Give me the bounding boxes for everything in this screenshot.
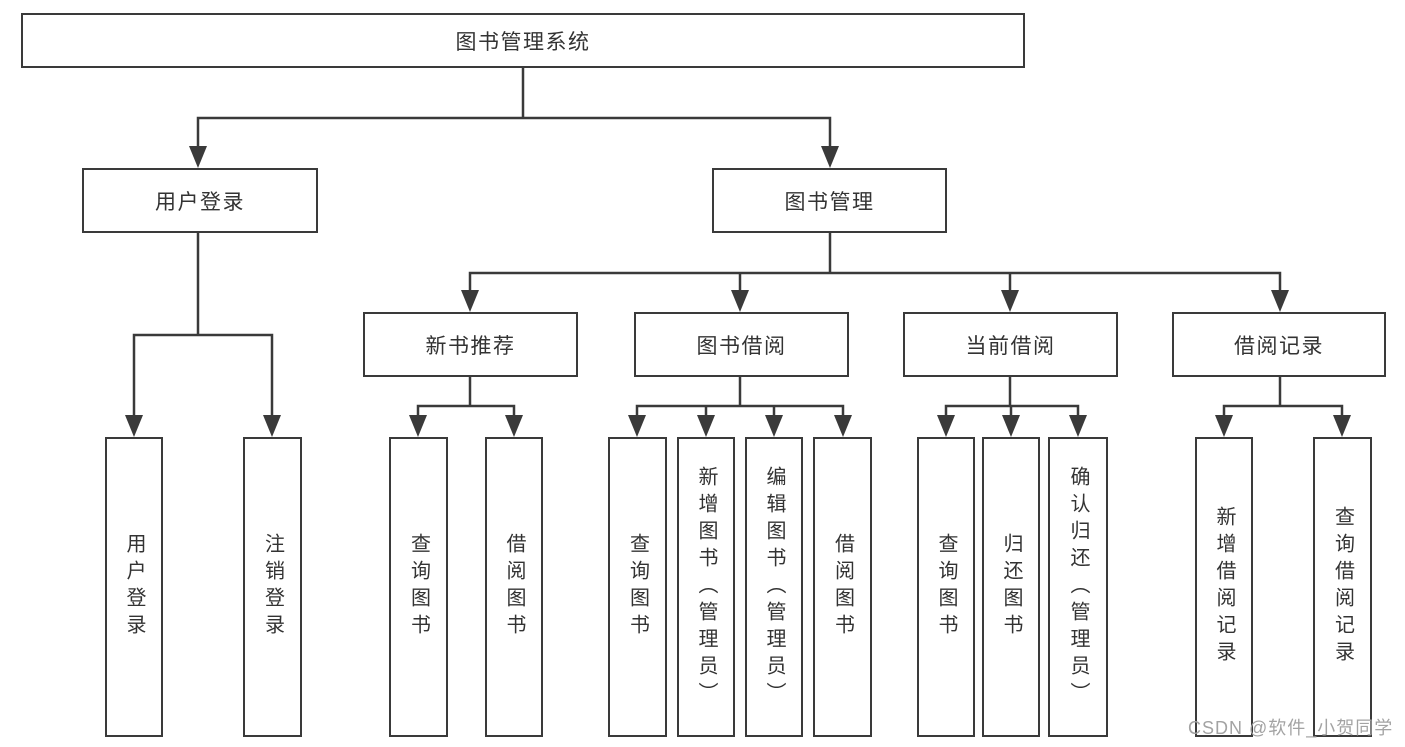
node-leaf-query-borrow-record: 查询借阅记录 bbox=[1313, 437, 1372, 737]
node-new-book-recommend: 新书推荐 bbox=[363, 312, 578, 377]
node-borrow-records: 借阅记录 bbox=[1172, 312, 1386, 377]
watermark: CSDN @软件_小贺同学 bbox=[1188, 718, 1394, 738]
node-leaf-logout: 注销登录 bbox=[243, 437, 302, 737]
node-leaf-add-book-admin: 新增图书（管理员） bbox=[677, 437, 735, 737]
node-leaf-query-books-2: 查询图书 bbox=[608, 437, 667, 737]
node-book-management: 图书管理 bbox=[712, 168, 947, 233]
node-leaf-edit-book-admin: 编辑图书（管理员） bbox=[745, 437, 803, 737]
node-leaf-query-books-1: 查询图书 bbox=[389, 437, 448, 737]
node-leaf-return-books: 归还图书 bbox=[982, 437, 1040, 737]
node-leaf-add-borrow-record: 新增借阅记录 bbox=[1195, 437, 1253, 737]
node-current-borrow: 当前借阅 bbox=[903, 312, 1118, 377]
node-leaf-confirm-return-admin: 确认归还（管理员） bbox=[1048, 437, 1108, 737]
node-leaf-query-books-3: 查询图书 bbox=[917, 437, 975, 737]
node-leaf-borrow-books-1: 借阅图书 bbox=[485, 437, 543, 737]
node-book-borrow: 图书借阅 bbox=[634, 312, 849, 377]
node-leaf-user-login: 用户登录 bbox=[105, 437, 163, 737]
node-user-login: 用户登录 bbox=[82, 168, 318, 233]
node-leaf-borrow-books-2: 借阅图书 bbox=[813, 437, 872, 737]
node-root: 图书管理系统 bbox=[21, 13, 1025, 68]
